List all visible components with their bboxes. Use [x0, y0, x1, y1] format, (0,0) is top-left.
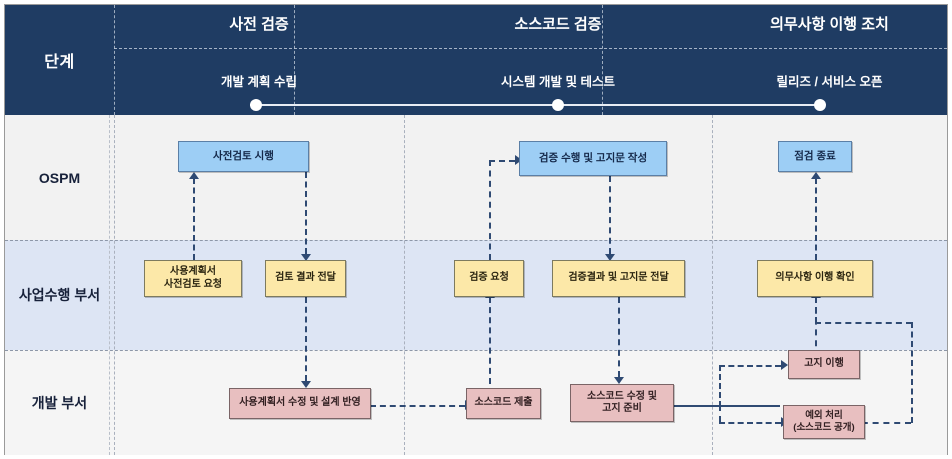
lane-label-divider	[109, 115, 110, 455]
header-row-divider	[114, 48, 947, 49]
phase-subtitle-0: 개발 계획 수립	[221, 74, 297, 89]
node-biz-deliver-verification-result[interactable]: 검증결과 및 고지문 전달	[552, 260, 685, 297]
connector-dev5-to-biz5-run	[815, 322, 912, 324]
lane-label-ospm: OSPM	[38, 169, 81, 186]
connector-dev1-to-dev2	[370, 405, 465, 407]
node-ospm-pre-review[interactable]: 사전검토 시행	[178, 141, 309, 172]
node-dev-exception-line2: (소스코드 공개)	[793, 422, 855, 433]
connector-biz5-to-ospm3	[815, 178, 817, 260]
connector-biz3-riser	[489, 160, 491, 260]
node-biz-deliver-review-result[interactable]: 검토 결과 전달	[265, 260, 346, 297]
connector-dev3-to-dev4	[719, 365, 781, 367]
lane-separator-0	[5, 240, 947, 241]
arrowhead-ospm2-in	[515, 155, 522, 165]
connector-dev3-trunk	[673, 405, 780, 407]
node-dev-fulfill-notice[interactable]: 고지 이행	[788, 350, 860, 379]
connector-biz2-to-dev1	[305, 297, 307, 381]
connector-dev3-split-up	[719, 365, 721, 407]
connector-biz4-to-dev3	[618, 297, 620, 377]
arrowhead-ospm3-in	[811, 172, 821, 179]
arrowhead-ospm1-in	[189, 172, 199, 179]
lane-label-development: 개발 부서	[31, 394, 88, 411]
arrowhead-dev4-in	[781, 360, 788, 370]
node-ospm-inspection-end[interactable]: 점검 종료	[778, 141, 852, 172]
connector-dev5-exit	[851, 422, 911, 424]
column-divider-right	[712, 115, 713, 455]
arrowhead-biz4-in	[605, 254, 615, 261]
connector-ospm2-to-biz4	[609, 176, 611, 254]
timeline-track	[250, 104, 820, 106]
connector-dev5-riser	[911, 322, 913, 423]
connector-ospm1-to-biz2	[305, 172, 307, 254]
phase-title-2: 의무사항 이행 조치	[770, 15, 889, 33]
node-biz-verification-request[interactable]: 검증 요청	[454, 260, 524, 297]
node-dev-exception-line1: 예외 처리	[805, 410, 843, 422]
arrowhead-biz2-in	[301, 254, 311, 261]
header-divider-2	[602, 5, 603, 115]
node-ospm-verify-and-notice[interactable]: 검증 수행 및 고지문 작성	[519, 141, 667, 176]
arrowhead-dev1-in	[301, 381, 311, 388]
node-dev-submit-source[interactable]: 소스코드 제출	[466, 388, 541, 419]
phase-subtitle-1: 시스템 개발 및 테스트	[501, 74, 615, 89]
node-dev-exception-disclose-source[interactable]: 예외 처리 (소스코드 공개)	[783, 405, 865, 439]
header-divider-0	[114, 5, 115, 115]
connector-dev2-to-biz3	[489, 297, 491, 384]
connector-biz3-to-ospm2	[489, 160, 515, 162]
connector-dev3-split-down	[719, 405, 721, 422]
connector-biz1-to-ospm1	[193, 178, 195, 260]
header-divider-1	[294, 5, 295, 115]
timeline-dot-1	[552, 99, 564, 111]
node-dev-fix-source-line1: 소스코드 수정 및	[587, 390, 657, 402]
node-dev-fix-source-line2: 고지 준비	[602, 403, 642, 414]
node-dev-revise-plan-design[interactable]: 사용계획서 수정 및 설계 반영	[229, 388, 371, 419]
timeline-dot-0	[250, 99, 262, 111]
node-biz-request-pre-review[interactable]: 사용계획서 사전검토 요청	[144, 260, 242, 297]
arrowhead-dev3-in	[614, 377, 624, 384]
timeline-dot-2	[814, 99, 826, 111]
column-divider-mid	[404, 115, 405, 455]
phase-title-1: 소스코드 검증	[514, 15, 602, 33]
lane-ospm	[5, 115, 947, 240]
lane-label-business: 사업수행 부서	[18, 287, 101, 303]
node-biz-request-pre-review-line2: 사전검토 요청	[164, 278, 222, 290]
node-biz-confirm-obligation[interactable]: 의무사항 이행 확인	[757, 260, 873, 297]
header-band	[5, 5, 947, 115]
connector-dev4-to-biz5	[815, 297, 817, 357]
node-dev-fix-source-prepare-notice[interactable]: 소스코드 수정 및 고지 준비	[570, 384, 674, 422]
phase-subtitle-2: 릴리즈 / 서비스 오픈	[776, 74, 883, 89]
node-biz-request-pre-review-line1: 사용계획서	[170, 266, 216, 278]
column-divider-left	[114, 115, 115, 455]
lane-separator-1	[5, 350, 947, 351]
stage-header-label: 단계	[44, 54, 75, 71]
connector-dev3-to-dev5	[719, 422, 781, 424]
phase-title-0: 사전 검증	[229, 15, 289, 33]
